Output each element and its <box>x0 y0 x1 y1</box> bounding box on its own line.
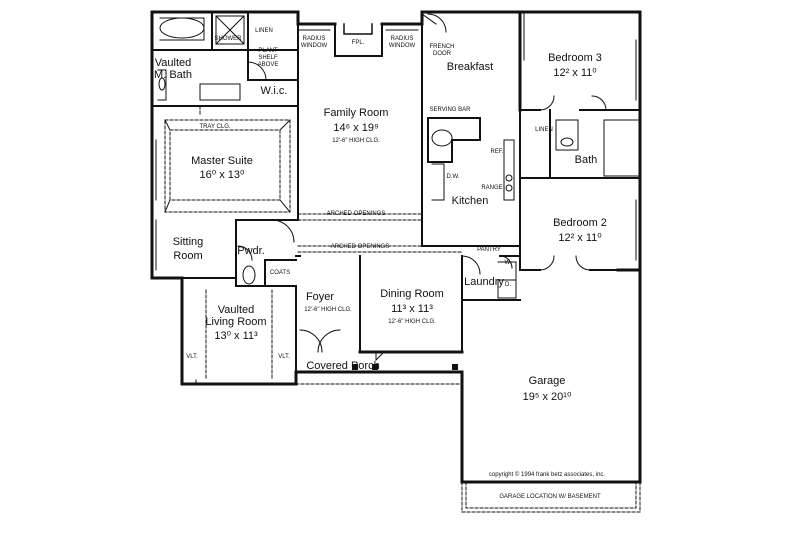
family-room-note: 12'-6" HIGH CLG. <box>332 138 380 144</box>
breakfast-label: Breakfast <box>447 61 493 73</box>
room-labels: Vaulted M. Bath SHOWER LINEN PLANT SHELF… <box>154 28 607 500</box>
kitchen-label: Kitchen <box>452 195 489 207</box>
radius-window-right-1: RADIUS <box>391 36 414 42</box>
pwdr-label: Pwdr. <box>237 245 265 257</box>
walls <box>150 10 642 513</box>
garage-label: Garage <box>529 375 566 387</box>
arched-openings-2: ARCHED OPENINGS <box>331 244 390 250</box>
shower-label: SHOWER <box>215 36 243 42</box>
coats-label: COATS <box>270 270 290 276</box>
family-room-label: Family Room <box>324 107 389 119</box>
wic-label: W.i.c. <box>261 85 288 97</box>
ref-label: REF. <box>490 149 503 155</box>
radius-window-right-2: WINDOW <box>389 43 416 49</box>
dining-room-dims: 11³ x 11³ <box>391 303 433 315</box>
bedroom3-label: Bedroom 3 <box>548 52 602 64</box>
bath-label: Bath <box>575 154 598 166</box>
plant-shelf-label-1: PLANT <box>258 48 278 54</box>
garage-dims: 19⁵ x 20¹⁰ <box>523 391 572 403</box>
sitting-room-label-1: Sitting <box>173 236 204 248</box>
dining-room-label: Dining Room <box>380 288 444 300</box>
bedroom2-label: Bedroom 2 <box>553 217 607 229</box>
radius-window-left-2: WINDOW <box>301 43 328 49</box>
linen-bath-label: LINEN <box>535 127 553 133</box>
dining-room-note: 12'-6" HIGH CLG. <box>388 319 436 325</box>
sitting-room-label-2: Room <box>173 250 202 262</box>
garage-location-label: GARAGE LOCATION W/ BASEMENT <box>499 494 601 500</box>
serving-bar-label: SERVING BAR <box>430 107 472 113</box>
w-label: W. <box>505 260 512 266</box>
vlt-right-label: VLT. <box>278 354 290 360</box>
radius-window-left-1: RADIUS <box>303 36 326 42</box>
arched-openings-1: ARCHED OPENINGS <box>327 211 386 217</box>
d-label: D. <box>505 282 511 288</box>
vlt-left-label: VLT. <box>186 354 198 360</box>
french-door-1: FRENCH <box>430 44 455 50</box>
tray-clg-label: TRAY CLG. <box>199 124 230 130</box>
vaulted-living-dims: 13⁰ x 11³ <box>214 330 258 342</box>
bedroom3-dims: 12² x 11⁰ <box>553 67 597 79</box>
foyer-label: Foyer <box>306 291 334 303</box>
vaulted-m-bath-label-2: M. Bath <box>154 69 192 81</box>
french-door-2: DOOR <box>433 51 452 57</box>
master-suite-label: Master Suite <box>191 155 253 167</box>
pantry-label: PANTRY <box>477 247 501 253</box>
foyer-note: 12'-6" HIGH CLG. <box>304 307 352 313</box>
vaulted-living-label-2: Living Room <box>205 316 266 328</box>
bedroom2-dims: 12² x 11⁰ <box>558 232 602 244</box>
dw-label: D.W. <box>447 174 460 180</box>
plant-shelf-label-3: ABOVE <box>258 62 279 68</box>
fpl-label: FPL. <box>352 40 365 46</box>
family-room-dims: 14⁶ x 19⁹ <box>333 122 378 134</box>
vaulted-m-bath-label: Vaulted <box>155 57 192 69</box>
linen-top-label: LINEN <box>255 28 273 34</box>
laundry-label: Laundry <box>464 276 504 288</box>
vaulted-living-label-1: Vaulted <box>218 304 255 316</box>
copyright-label: copyright © 1994 frank betz associates, … <box>489 471 605 478</box>
master-suite-dims: 16⁰ x 13⁰ <box>200 169 245 181</box>
plant-shelf-label-2: SHELF <box>258 55 278 61</box>
range-label: RANGE <box>481 185 502 191</box>
covered-porch-label: Covered Porch <box>306 360 379 372</box>
